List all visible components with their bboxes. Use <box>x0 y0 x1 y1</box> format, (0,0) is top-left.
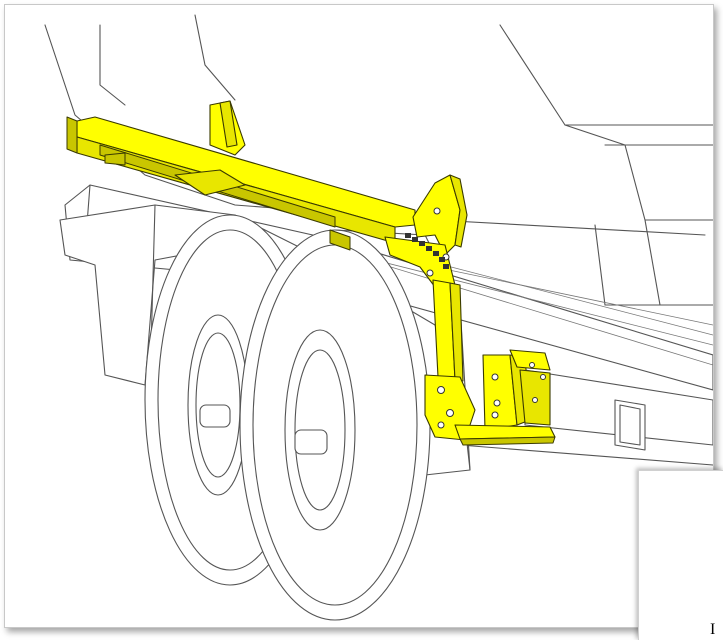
drawing-frame <box>4 4 714 628</box>
bunk-board <box>66 100 416 251</box>
ratchet-teeth <box>405 233 449 269</box>
boat-hull <box>44 14 713 306</box>
inset-panel <box>638 470 723 640</box>
front-wheel <box>239 229 471 621</box>
vertical-post <box>432 279 464 382</box>
cut-label: I <box>710 621 716 638</box>
tilt-bracket <box>384 174 468 288</box>
lower-mount <box>424 349 556 446</box>
trailer-bunk-bracket-drawing <box>44 14 713 621</box>
